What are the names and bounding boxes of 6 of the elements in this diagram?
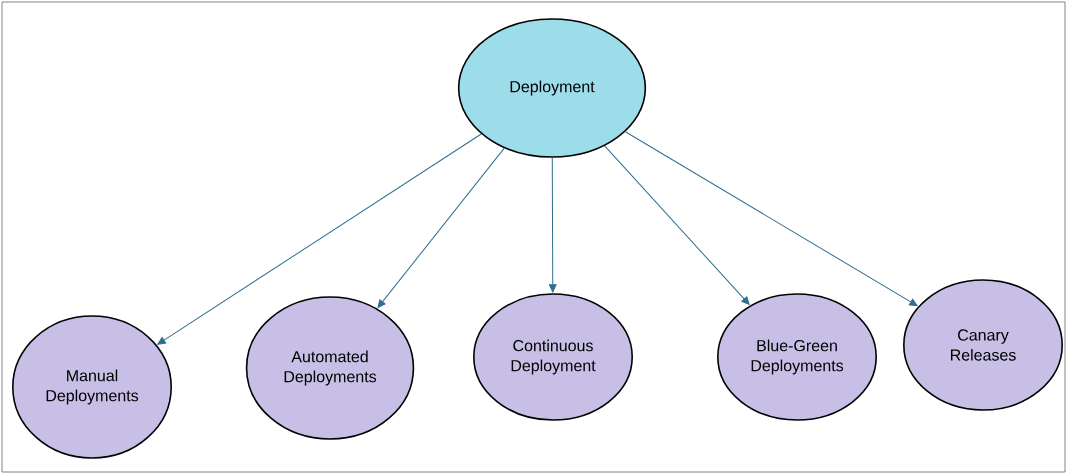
arrow xyxy=(548,157,557,293)
arrow xyxy=(624,131,918,307)
arrow xyxy=(604,145,750,305)
arrow xyxy=(377,147,505,309)
circle-node: Deployment xyxy=(457,18,647,158)
arrow xyxy=(157,133,482,345)
